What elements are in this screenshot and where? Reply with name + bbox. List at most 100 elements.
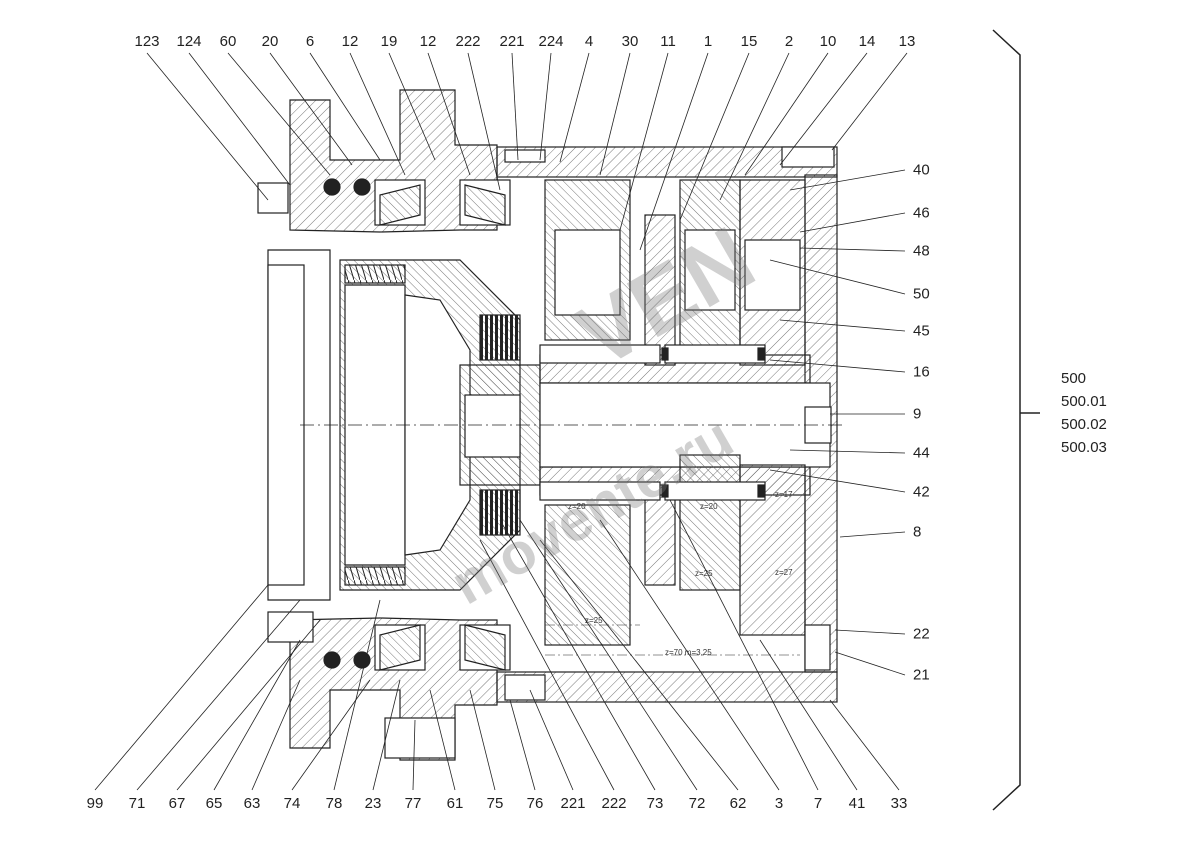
leader-bottom-222 bbox=[479, 539, 615, 791]
callout-right-44: 44 bbox=[913, 444, 930, 462]
leader-top-124 bbox=[188, 52, 291, 186]
leader-bottom-221 bbox=[529, 689, 574, 791]
callout-bottom-3: 3 bbox=[774, 795, 784, 812]
leader-top-221 bbox=[511, 52, 519, 161]
callout-top-15: 15 bbox=[740, 33, 758, 50]
group-code: 500 bbox=[1061, 370, 1087, 387]
gear-note: z=25 bbox=[585, 616, 603, 625]
leader-right-42 bbox=[769, 469, 906, 493]
leader-bottom-75 bbox=[469, 689, 496, 791]
leader-bottom-63 bbox=[251, 679, 301, 791]
leader-bottom-78 bbox=[333, 599, 381, 791]
leader-top-4 bbox=[559, 52, 590, 163]
callout-bottom-33: 33 bbox=[890, 795, 908, 812]
group-code: 500.02 bbox=[1061, 416, 1107, 433]
gear-note: z=70 m=3,25 bbox=[665, 648, 712, 657]
leader-bottom-72 bbox=[519, 519, 698, 791]
leader-top-222 bbox=[467, 52, 501, 191]
callout-top-12: 12 bbox=[341, 33, 359, 50]
callout-top-10: 10 bbox=[819, 33, 837, 50]
leader-top-2 bbox=[719, 52, 790, 201]
leader-top-12 bbox=[349, 52, 406, 176]
callout-top-224: 224 bbox=[538, 33, 564, 50]
callout-top-222: 222 bbox=[455, 33, 481, 50]
callout-top-14: 14 bbox=[858, 33, 876, 50]
leader-top-12 bbox=[427, 52, 471, 176]
callout-bottom-221: 221 bbox=[560, 795, 586, 812]
leader-right-48 bbox=[799, 247, 906, 252]
callout-top-1: 1 bbox=[703, 33, 713, 50]
leader-top-14 bbox=[779, 52, 868, 166]
group-bracket bbox=[992, 29, 1040, 811]
callout-bottom-23: 23 bbox=[364, 795, 382, 812]
callout-bottom-61: 61 bbox=[446, 795, 464, 812]
gear-note: z=20 bbox=[700, 502, 718, 511]
leader-top-30 bbox=[599, 52, 631, 176]
callout-bottom-74: 74 bbox=[283, 795, 301, 812]
leader-bottom-41 bbox=[759, 639, 858, 791]
leader-bottom-65 bbox=[213, 639, 301, 791]
gear-note: z=17 bbox=[775, 490, 793, 499]
leader-top-6 bbox=[309, 52, 381, 161]
group-code: 500.01 bbox=[1061, 393, 1107, 410]
leader-right-40 bbox=[789, 169, 906, 191]
callout-right-21: 21 bbox=[913, 666, 930, 684]
callout-right-22: 22 bbox=[913, 625, 930, 643]
callout-bottom-65: 65 bbox=[205, 795, 223, 812]
callout-bottom-73: 73 bbox=[646, 795, 664, 812]
leader-top-123 bbox=[146, 52, 269, 201]
leader-right-22 bbox=[834, 629, 906, 635]
callout-bottom-75: 75 bbox=[486, 795, 504, 812]
gear-note: z=20 bbox=[568, 502, 586, 511]
leader-bottom-61 bbox=[429, 689, 456, 791]
callout-top-6: 6 bbox=[305, 33, 315, 50]
leader-right-46 bbox=[799, 212, 906, 233]
callout-top-4: 4 bbox=[584, 33, 594, 50]
leader-bottom-62 bbox=[539, 539, 739, 791]
leader-top-224 bbox=[539, 52, 552, 161]
leader-bottom-7 bbox=[669, 499, 819, 791]
leader-bottom-3 bbox=[599, 519, 780, 791]
leader-right-44 bbox=[789, 449, 906, 454]
callout-bottom-7: 7 bbox=[813, 795, 823, 812]
leader-top-10 bbox=[744, 52, 829, 176]
leader-bottom-77 bbox=[412, 719, 416, 791]
callout-top-19: 19 bbox=[380, 33, 398, 50]
group-code: 500.03 bbox=[1061, 439, 1107, 456]
leader-bottom-76 bbox=[509, 699, 536, 791]
callout-right-16: 16 bbox=[913, 363, 930, 381]
leader-bottom-73 bbox=[499, 519, 656, 791]
leader-bottom-67 bbox=[176, 619, 321, 791]
callout-bottom-71: 71 bbox=[128, 795, 146, 812]
callout-top-11: 11 bbox=[660, 33, 676, 50]
leader-bottom-33 bbox=[829, 699, 900, 791]
callout-top-60: 60 bbox=[219, 33, 237, 50]
callout-bottom-99: 99 bbox=[86, 795, 104, 812]
callout-right-45: 45 bbox=[913, 322, 930, 340]
callout-right-50: 50 bbox=[913, 285, 930, 303]
callout-bottom-78: 78 bbox=[325, 795, 343, 812]
callout-bottom-62: 62 bbox=[729, 795, 747, 812]
leader-top-13 bbox=[831, 52, 908, 151]
leader-right-16 bbox=[769, 359, 906, 373]
callout-top-124: 124 bbox=[176, 33, 202, 50]
callout-bottom-76: 76 bbox=[526, 795, 544, 812]
leader-right-21 bbox=[834, 651, 906, 676]
gear-note: z=25 bbox=[695, 569, 713, 578]
callout-bottom-72: 72 bbox=[688, 795, 706, 812]
leader-top-11 bbox=[619, 52, 669, 231]
callout-right-8: 8 bbox=[913, 523, 922, 541]
callout-top-2: 2 bbox=[784, 33, 794, 50]
callout-bottom-41: 41 bbox=[848, 795, 866, 812]
callout-bottom-63: 63 bbox=[243, 795, 261, 812]
callout-right-42: 42 bbox=[913, 483, 930, 501]
leader-bottom-71 bbox=[136, 599, 301, 791]
callout-right-48: 48 bbox=[913, 242, 930, 260]
callout-bottom-67: 67 bbox=[168, 795, 186, 812]
callout-bottom-222: 222 bbox=[601, 795, 627, 812]
callout-top-20: 20 bbox=[261, 33, 279, 50]
leader-top-15 bbox=[679, 52, 750, 221]
leader-top-20 bbox=[269, 52, 353, 166]
